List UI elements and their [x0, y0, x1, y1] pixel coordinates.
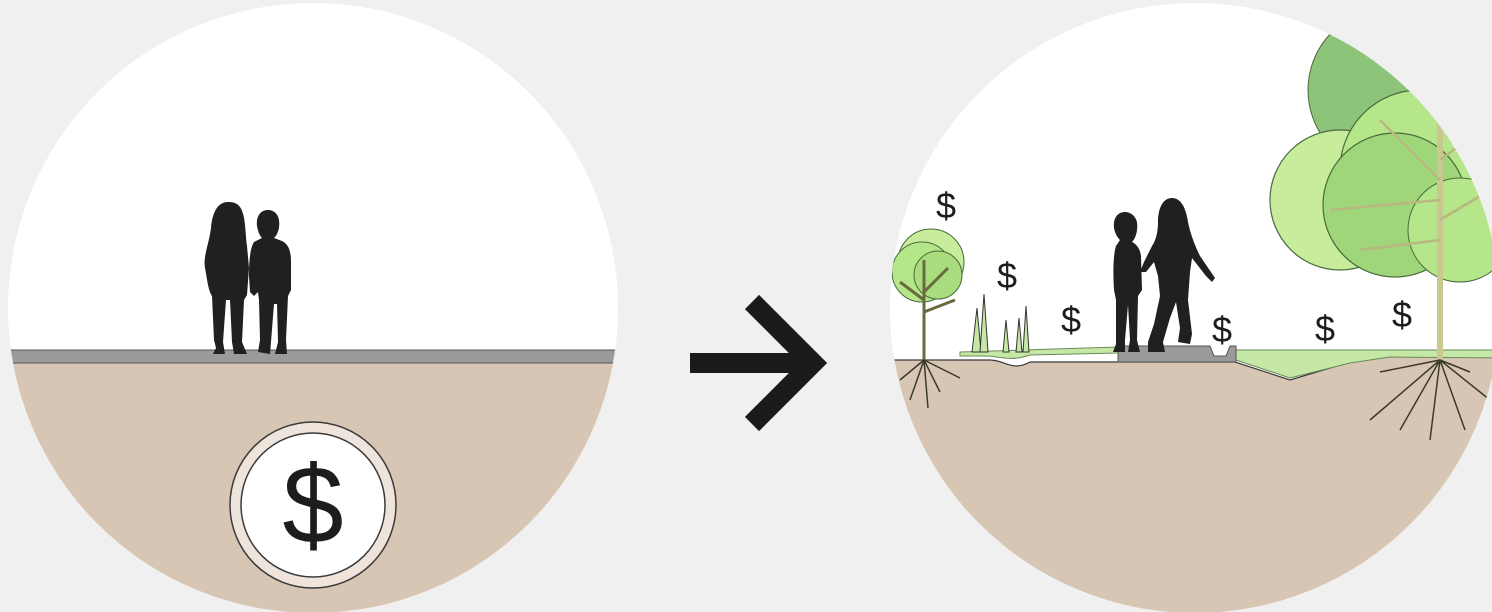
- currency-symbol-5: $: [1315, 308, 1335, 349]
- currency-symbol-2: $: [997, 255, 1017, 296]
- currency-symbol-4: $: [1212, 309, 1232, 350]
- left-panel: $: [0, 0, 640, 612]
- currency-symbol-3: $: [1061, 299, 1081, 340]
- left-currency-symbol: $: [282, 444, 343, 567]
- currency-symbol-1: $: [936, 185, 956, 226]
- currency-symbol-6: $: [1392, 294, 1412, 335]
- left-pavement: [0, 350, 640, 363]
- right-panel: $ $ $ $ $ $: [880, 0, 1492, 612]
- right-arrow-icon: [690, 302, 813, 424]
